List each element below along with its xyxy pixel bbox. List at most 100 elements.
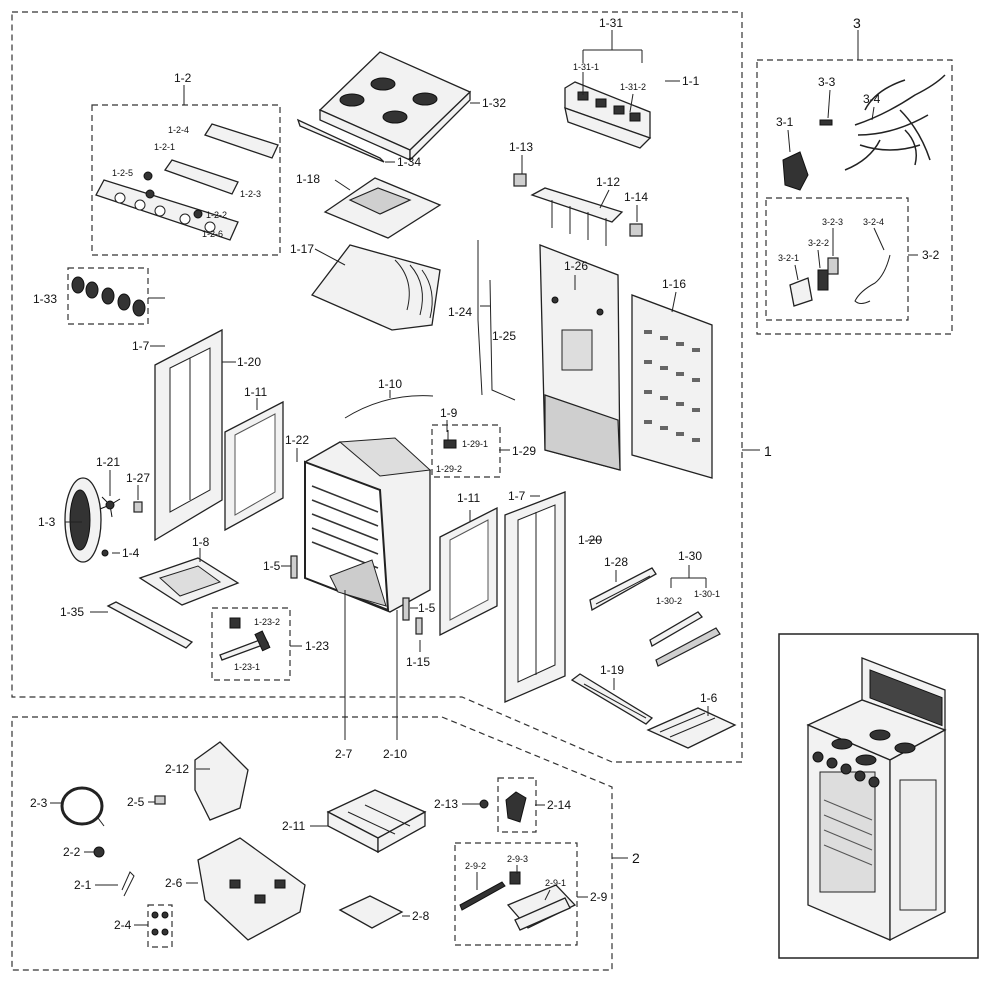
part-1-16-rear-cover <box>631 294 713 479</box>
part-2-9-burner-assembly <box>459 871 577 931</box>
label-1-32: 1-32 <box>482 96 506 110</box>
label-3-2-3: 3-2-3 <box>822 217 843 227</box>
part-1-20-side-panel-left <box>154 328 223 542</box>
label-1-2-3: 1-2-3 <box>240 189 261 199</box>
label-1-26: 1-26 <box>564 259 588 273</box>
label-1-13: 1-13 <box>509 140 533 154</box>
part-2-4-screws <box>151 911 169 936</box>
part-2-12-cover <box>194 741 249 821</box>
part-2-6-duct <box>197 837 306 941</box>
part-3-2-1-module <box>789 277 813 307</box>
part-1-23-valve <box>219 617 271 661</box>
part-1-12-bracket <box>530 187 624 246</box>
part-2-1-wire <box>121 871 135 897</box>
label-1-29-1: 1-29-1 <box>462 439 488 449</box>
label-1-11-right: 1-11 <box>457 491 480 505</box>
group-3-boundary <box>756 59 953 335</box>
label-2-1: 2-1 <box>74 878 92 892</box>
label-3-3: 3-3 <box>818 75 836 89</box>
part-1-27-clip <box>133 501 143 513</box>
part-1-32-cooktop <box>318 51 472 162</box>
part-3-4-wire-harness <box>844 74 946 171</box>
label-3-4: 3-4 <box>863 92 881 106</box>
label-2-13: 2-13 <box>434 797 458 811</box>
label-2-2: 2-2 <box>63 845 81 859</box>
group-2-boundary <box>11 716 613 971</box>
label-1-30-1: 1-30-1 <box>694 589 720 599</box>
group-1-boundary <box>11 11 743 763</box>
group-2-4-boundary <box>147 904 173 948</box>
label-1-2-5: 1-2-5 <box>112 168 133 178</box>
label-1-21: 1-21 <box>96 455 120 469</box>
label-1-3: 1-3 <box>38 515 56 529</box>
group-label-1: 1 <box>764 443 772 459</box>
label-2-3: 2-3 <box>30 796 48 810</box>
label-2-4: 2-4 <box>114 918 132 932</box>
label-2-5: 2-5 <box>127 795 145 809</box>
label-1-23-1: 1-23-1 <box>234 662 260 672</box>
label-1-17: 1-17 <box>290 242 314 256</box>
label-1-7-left: 1-7 <box>132 339 150 353</box>
label-1-18: 1-18 <box>296 172 320 186</box>
part-1-2-control-panel <box>95 123 279 241</box>
part-2-2-nut <box>93 846 105 858</box>
label-2-9-1: 2-9-1 <box>545 878 566 888</box>
part-1-33-knobs <box>71 276 146 317</box>
label-2-10: 2-10 <box>383 747 407 761</box>
label-1-7-right: 1-7 <box>508 489 526 503</box>
label-1-20-right: 1-20 <box>578 533 602 547</box>
label-1-31-1: 1-31-1 <box>573 62 599 72</box>
label-2-9-3: 2-9-3 <box>507 854 528 864</box>
label-1-28: 1-28 <box>604 555 628 569</box>
label-1-23-2: 1-23-2 <box>254 617 280 627</box>
part-1-24-tube <box>477 240 516 401</box>
label-3-2: 3-2 <box>922 248 940 262</box>
label-2-11: 2-11 <box>282 819 305 833</box>
label-1-25: 1-25 <box>492 329 516 343</box>
part-1-10-wire <box>344 395 434 419</box>
part-1-29-sensor <box>443 430 457 449</box>
part-1-11-insulation-right <box>439 506 498 637</box>
label-1-31-2: 1-31-2 <box>620 82 646 92</box>
label-1-9: 1-9 <box>440 406 458 420</box>
label-3-2-2: 3-2-2 <box>808 238 829 248</box>
label-1-12: 1-12 <box>596 175 620 189</box>
part-2-13-fitting <box>479 799 489 809</box>
label-1-6: 1-6 <box>700 691 718 705</box>
label-1-29: 1-29 <box>512 444 536 458</box>
group-label-2: 2 <box>632 850 640 866</box>
part-3-3-fuse <box>819 119 833 126</box>
label-3-2-1: 3-2-1 <box>778 253 799 263</box>
part-2-8-plate <box>338 895 404 929</box>
label-1-29-2: 1-29-2 <box>436 464 462 474</box>
part-1-21-fan-blade <box>99 496 121 518</box>
part-1-5-hinge-right <box>402 597 410 621</box>
label-1-35: 1-35 <box>60 605 84 619</box>
label-2-9: 2-9 <box>590 890 608 904</box>
part-1-15-clip <box>415 617 423 635</box>
part-1-28-bracket <box>589 567 657 612</box>
part-3-2-4-wire <box>854 254 891 304</box>
part-3-1-switch <box>782 151 809 191</box>
part-1-11-insulation-left <box>224 400 284 532</box>
label-1-27: 1-27 <box>126 471 150 485</box>
group-1-33-boundary <box>67 267 149 325</box>
label-1-5-right: 1-5 <box>418 601 436 615</box>
label-1-23: 1-23 <box>305 639 329 653</box>
part-1-19-drawer-rail <box>570 673 654 725</box>
label-1-2: 1-2 <box>174 71 192 85</box>
group-1-23-boundary <box>211 607 291 681</box>
part-1-20-side-panel-right <box>504 491 566 703</box>
part-1-6-bottom-tray <box>646 707 737 749</box>
assembled-range-illustration <box>806 657 947 942</box>
part-1-18-burner-base <box>323 177 442 239</box>
label-2-8: 2-8 <box>412 909 430 923</box>
part-2-3-ring-element <box>60 786 105 827</box>
label-1-30-2: 1-30-2 <box>656 596 682 606</box>
group-3-2-boundary <box>765 197 909 321</box>
label-1-34: 1-34 <box>397 155 421 169</box>
label-1-16: 1-16 <box>662 277 686 291</box>
part-2-14-valve <box>505 791 527 823</box>
part-2-5-bracket <box>154 795 166 805</box>
label-1-2-6: 1-2-6 <box>202 229 223 239</box>
